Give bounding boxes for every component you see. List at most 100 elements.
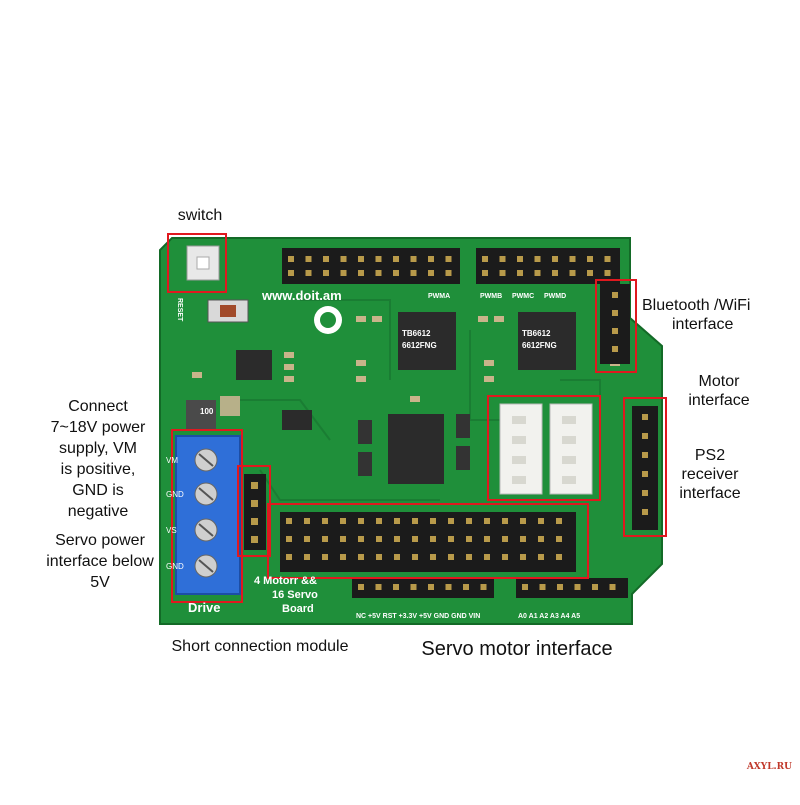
header-pin xyxy=(412,554,418,560)
header-pin xyxy=(358,554,364,560)
header-pin xyxy=(358,270,364,276)
ps2-annotation-line-1: PS2 xyxy=(694,447,726,464)
jumper-header-pins xyxy=(251,482,258,543)
bottom-header-right xyxy=(516,578,628,598)
header-pin xyxy=(305,256,312,262)
inductor-label: 100 xyxy=(200,407,214,416)
header-pin xyxy=(556,536,562,542)
header-pin xyxy=(539,584,546,590)
terminal-screw-slot xyxy=(198,453,214,467)
header-pin xyxy=(642,414,648,420)
inductor xyxy=(186,400,216,430)
header-pin xyxy=(484,554,490,560)
power-annotation-line-1: Connect xyxy=(68,398,128,415)
header-pin xyxy=(428,584,434,590)
header-pin xyxy=(430,554,436,560)
header-pin xyxy=(376,518,382,524)
header-pin xyxy=(538,554,544,560)
header-pin xyxy=(569,270,576,276)
header-pin xyxy=(587,256,593,262)
diode xyxy=(282,410,312,430)
header-pin xyxy=(323,270,329,276)
bluetooth-annotation: Bluetooth /WiFi interface xyxy=(642,296,792,334)
header-pin xyxy=(323,256,329,262)
header-pin xyxy=(520,518,526,524)
header-pin xyxy=(358,256,364,262)
ps2-highlight-box xyxy=(623,397,667,537)
header-pin xyxy=(251,518,258,525)
board-title-3: Board xyxy=(282,603,314,615)
resistor-packs xyxy=(358,414,470,476)
header-pin xyxy=(304,518,310,524)
ps2-annotation-line-2: receiver xyxy=(681,466,739,483)
header-pin xyxy=(288,256,294,262)
header-pin xyxy=(340,270,347,276)
header-pin xyxy=(304,554,310,560)
bluetooth-annotation-line-2: interface xyxy=(672,316,734,333)
motor-annotation-line-2: interface xyxy=(688,392,750,409)
header-pin xyxy=(430,518,436,524)
header-pin xyxy=(502,536,508,542)
terminal-highlight-box xyxy=(171,429,243,603)
ps2-annotation: PS2 receiver interface xyxy=(658,446,762,503)
header-pin xyxy=(612,328,618,334)
header-pin xyxy=(445,584,452,590)
header-pin xyxy=(642,452,648,458)
motor-driver-chip-2 xyxy=(518,312,576,370)
header-pin xyxy=(552,256,558,262)
bottom-pin-labels: NC +5V RST +3.3V +5V GND GND VIN xyxy=(356,613,480,620)
terminal-label: VM xyxy=(166,456,178,465)
chip2-label-1: TB6612 xyxy=(522,329,551,338)
header-pin xyxy=(375,270,382,276)
header-pin xyxy=(393,584,399,590)
header-pin xyxy=(251,536,258,543)
header-pin xyxy=(410,270,417,276)
bluetooth-header-pins xyxy=(612,292,618,352)
header-pin xyxy=(592,584,598,590)
header-pin xyxy=(538,536,544,542)
header-pin xyxy=(499,270,506,276)
header-pin xyxy=(358,584,364,590)
header-pin xyxy=(322,518,328,524)
header-pin xyxy=(520,536,526,542)
terminal-label: VS xyxy=(166,526,177,535)
servo-header-pins xyxy=(286,518,562,560)
header-pin xyxy=(322,554,328,560)
drive-silkscreen: Drive xyxy=(188,600,221,615)
header-pin xyxy=(466,518,472,524)
header-pin xyxy=(304,536,310,542)
power-annotation-line-2: 7~18V power xyxy=(50,419,146,436)
header-pin xyxy=(375,584,382,590)
header-pin xyxy=(574,584,581,590)
header-pin xyxy=(534,256,541,262)
chip1-label-2: 6612FNG xyxy=(402,341,437,350)
board-title-1: 4 Motorr && xyxy=(254,575,317,587)
servo-power-annotation: Servo power interface below 5V xyxy=(30,530,170,593)
chip1-label-1: TB6612 xyxy=(402,329,431,338)
header-pin xyxy=(604,270,611,276)
pwm-controller-chip xyxy=(388,414,444,484)
capacitor-c12 xyxy=(220,396,240,416)
power-annotation: Connect 7~18V power supply, VM is positi… xyxy=(28,396,168,522)
header-pin xyxy=(394,536,400,542)
board-title-2: 16 Servo xyxy=(272,589,318,601)
terminal-label: GND xyxy=(166,562,184,571)
servo-power-annotation-line-3: 5V xyxy=(90,574,110,591)
header-pin xyxy=(393,270,399,276)
power-annotation-line-6: negative xyxy=(67,503,129,520)
header-pin xyxy=(376,536,382,542)
header-pin xyxy=(612,346,618,352)
header-pin xyxy=(448,554,454,560)
motor-connector-slots xyxy=(512,416,576,484)
header-pin xyxy=(430,536,436,542)
header-pin xyxy=(534,270,541,276)
servo-power-annotation-line-1: Servo power xyxy=(55,532,145,549)
header-pin xyxy=(466,536,472,542)
header-pin xyxy=(642,490,648,496)
header-pin xyxy=(556,518,562,524)
header-pin xyxy=(538,518,544,524)
jumper-highlight-box xyxy=(237,465,271,557)
header-pin xyxy=(569,256,576,262)
